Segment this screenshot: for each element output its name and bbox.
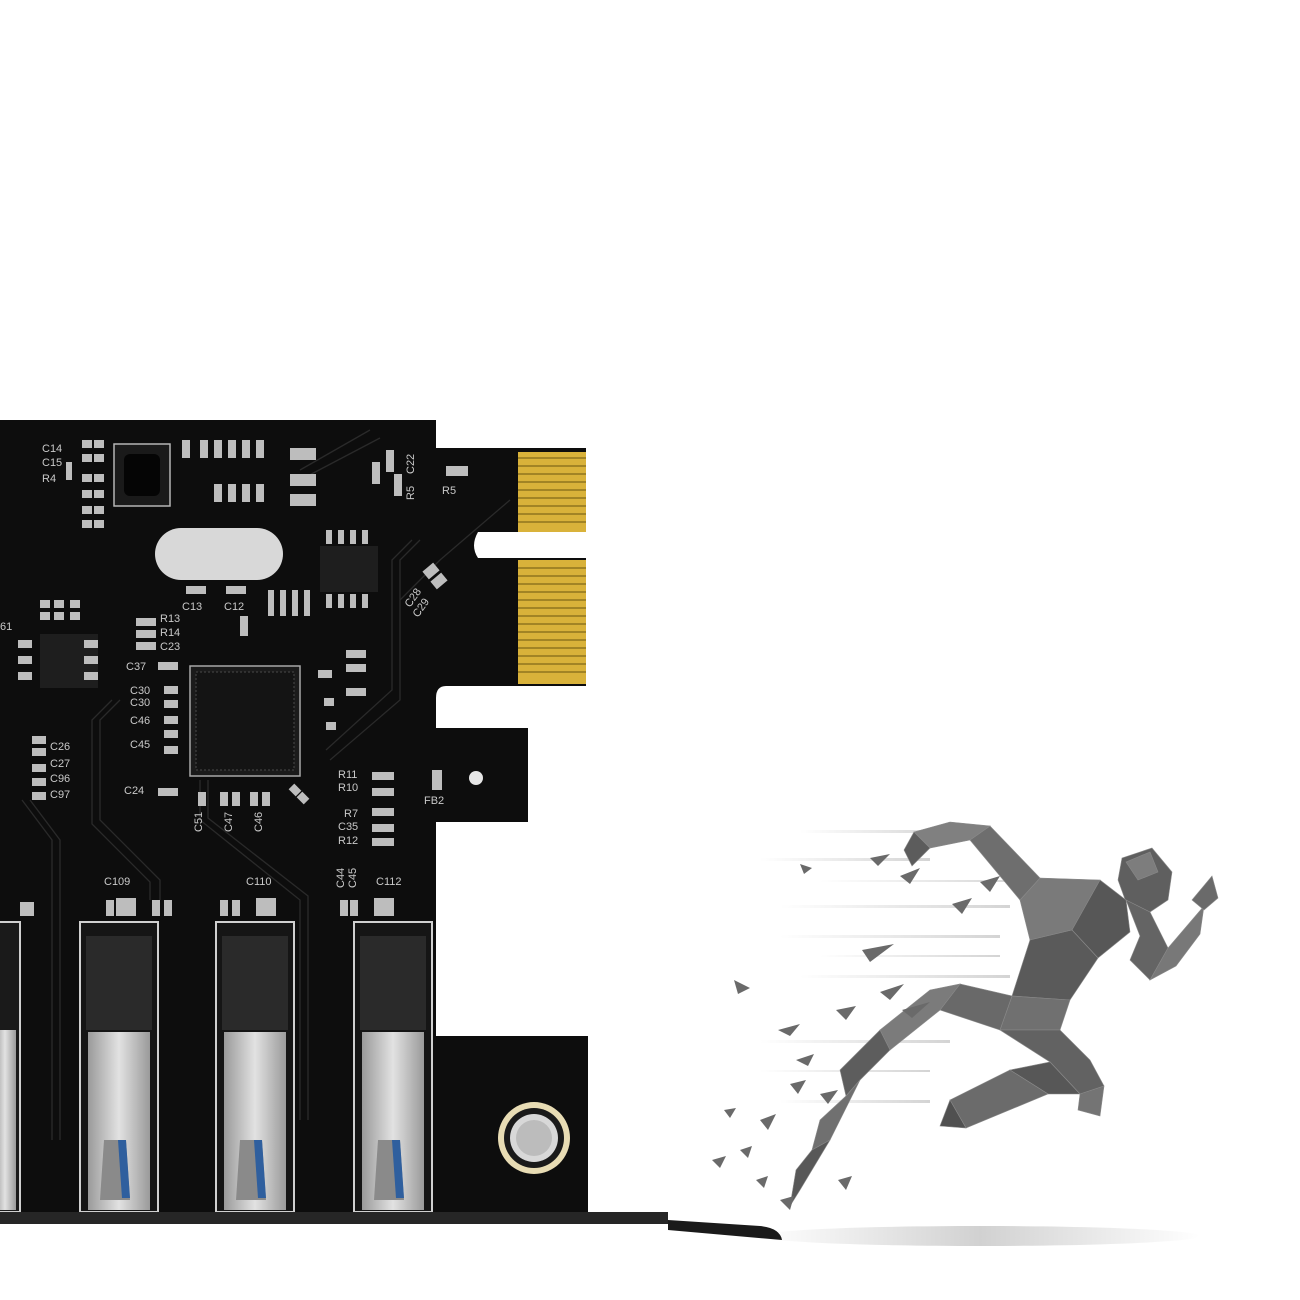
silk-label: C13	[182, 601, 202, 613]
bracket-tab	[668, 1220, 782, 1240]
pcie-gold-contacts-bottom	[518, 560, 586, 684]
silk-label: R13	[160, 613, 180, 625]
silk-label: C14	[42, 443, 62, 455]
silk-label: R10	[338, 782, 358, 794]
silk-label: C109	[104, 876, 130, 888]
running-man-figure	[712, 821, 1219, 1246]
silk-label: C24	[124, 785, 144, 797]
silk-label: C47	[223, 812, 235, 832]
silk-label: R5	[405, 486, 417, 500]
silk-label: C12	[224, 601, 244, 613]
silk-label: C30	[130, 685, 150, 697]
silk-label: C45	[347, 868, 359, 888]
usb-port	[79, 921, 159, 1213]
bracket-edge	[0, 1212, 668, 1224]
silk-label: C51	[193, 812, 205, 832]
smd-components	[18, 440, 483, 916]
silk-label: FB2	[424, 795, 444, 807]
silk-label: C23	[160, 641, 180, 653]
pcie-gold-contacts-top	[518, 452, 586, 532]
pcb-traces	[21, 429, 511, 1140]
silk-label: C22	[405, 454, 417, 474]
silk-label: C37	[126, 661, 146, 673]
silk-label: 61	[0, 621, 12, 633]
crystal-oscillator	[155, 528, 283, 580]
silk-label: C27	[50, 758, 70, 770]
silk-label: C112	[376, 876, 401, 888]
silk-label: C26	[50, 741, 70, 753]
mounting-screw	[498, 1102, 570, 1174]
silk-label: R7	[344, 808, 358, 820]
silk-label: C97	[50, 789, 70, 801]
silkscreen-labels: C14 C15 R4 C22 R5 R5 C13 C12 C28 C29 R13…	[0, 443, 456, 888]
silk-label: C44	[335, 868, 347, 888]
usb-port	[215, 921, 295, 1213]
silk-label: C30	[130, 697, 150, 709]
silk-label: C15	[42, 457, 62, 469]
usb-port	[0, 921, 21, 1213]
silk-label: C46	[253, 812, 265, 832]
silk-label: R11	[338, 769, 357, 781]
silk-label: C45	[130, 739, 150, 751]
ic-small-top	[320, 546, 378, 592]
silk-label: C110	[246, 876, 271, 888]
silk-label: C35	[338, 821, 358, 833]
shatter-fragments	[712, 854, 1000, 1210]
silk-label: C46	[130, 715, 150, 727]
silk-label: R14	[160, 627, 180, 639]
pcie-usb-card: C14 C15 R4 C22 R5 R5 C13 C12 C28 C29 R13…	[0, 420, 782, 1240]
silk-label: R5	[442, 485, 456, 497]
silk-label: R4	[42, 473, 56, 485]
usb-controller-chip	[189, 665, 301, 777]
silk-label: C96	[50, 773, 70, 785]
silk-label: R12	[338, 835, 358, 847]
usb-port	[353, 921, 433, 1213]
